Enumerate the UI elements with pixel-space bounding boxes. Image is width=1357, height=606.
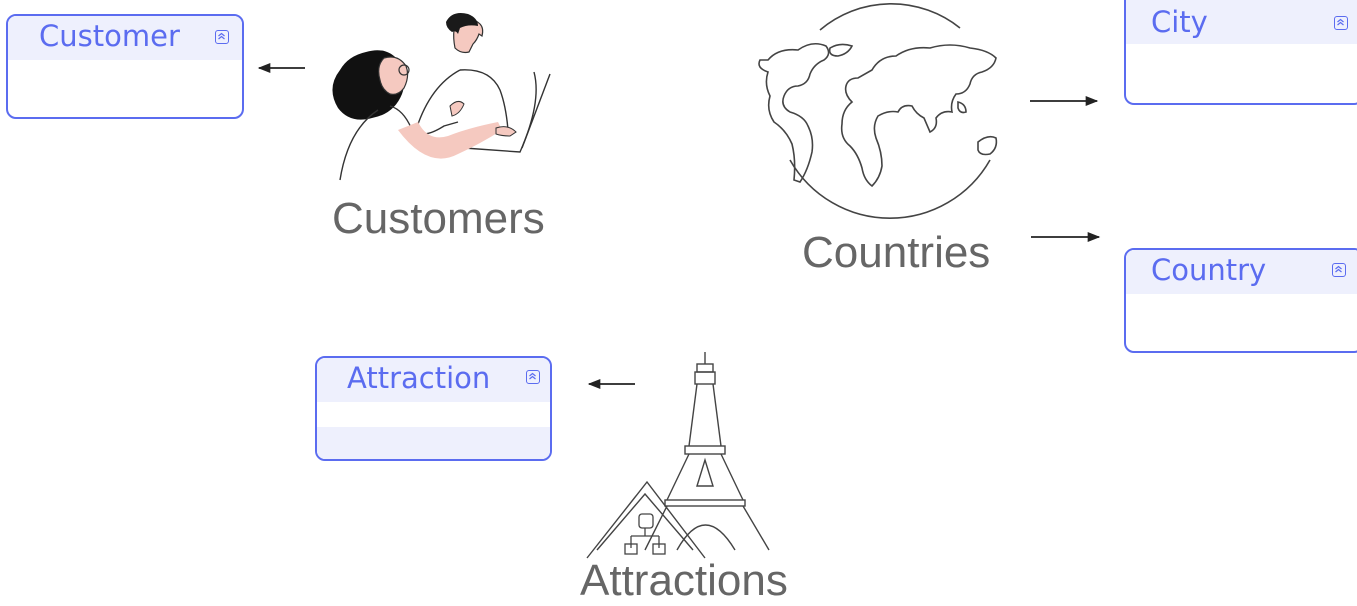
people-illustration-icon [332, 13, 551, 181]
city-entity-title: City [1151, 5, 1208, 39]
countries-caption: Countries [802, 228, 991, 277]
collapse-icon[interactable] [1332, 263, 1346, 277]
city-entity[interactable]: City [1124, 0, 1357, 105]
attraction-entity-header [317, 358, 550, 402]
country-entity-title: Country [1151, 253, 1267, 287]
attraction-entity[interactable]: Attraction [315, 356, 552, 461]
collapse-icon[interactable] [1334, 16, 1348, 30]
city-entity-header [1126, 0, 1357, 44]
customer-entity-header [8, 16, 242, 60]
collapse-icon[interactable] [526, 370, 540, 384]
attraction-entity-title: Attraction [347, 361, 491, 395]
customer-entity-title: Customer [39, 19, 180, 53]
customer-entity[interactable]: Customer [6, 14, 244, 119]
country-entity-header [1126, 250, 1357, 294]
customers-caption: Customers [332, 194, 545, 243]
eiffel-tower-icon [586, 352, 770, 559]
country-entity[interactable]: Country [1124, 248, 1357, 353]
world-globe-icon [758, 3, 998, 220]
attractions-caption: Attractions [580, 556, 788, 605]
attraction-entity-row [317, 427, 550, 459]
collapse-icon[interactable] [215, 30, 229, 44]
